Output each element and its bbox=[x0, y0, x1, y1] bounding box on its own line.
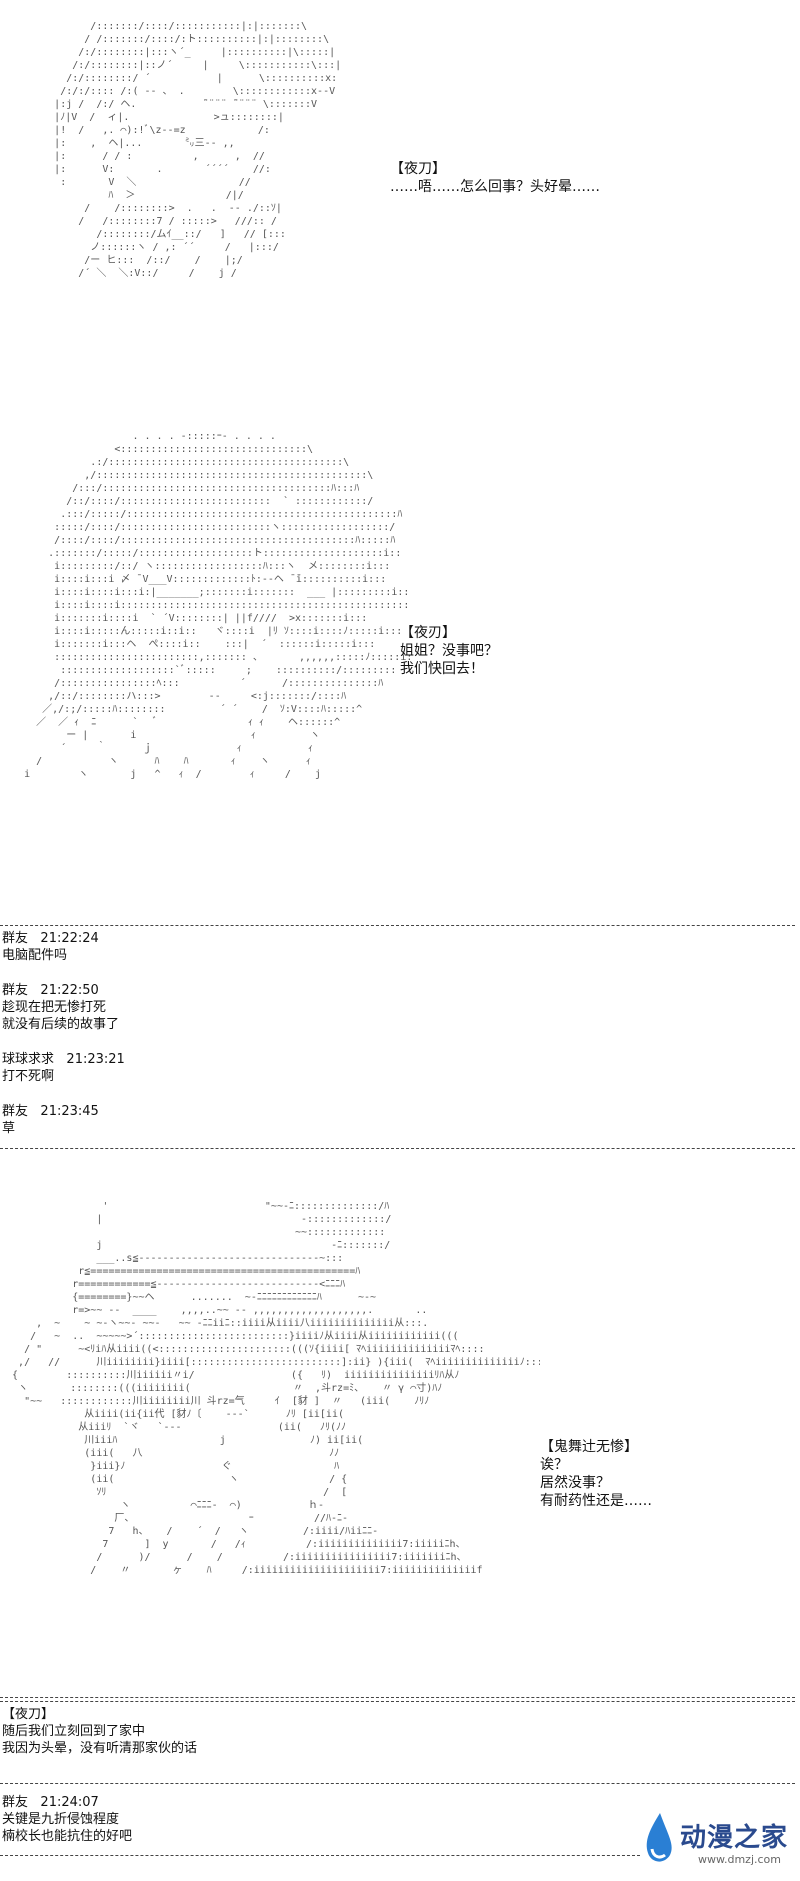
dialog-scene-1: 【夜刀】 ……唔……怎么回事？头好晕…… bbox=[390, 160, 600, 196]
chat-message: 群友 21:23:45 草 bbox=[2, 1103, 562, 1137]
chat-time: 21:23:45 bbox=[40, 1104, 99, 1119]
chat-user: 群友 bbox=[2, 1104, 29, 1119]
dialog-line: 有耐药性还是…… bbox=[540, 1493, 652, 1509]
chat-user: 群友 bbox=[2, 1795, 29, 1810]
watermark-name: 动漫之家 bbox=[680, 1823, 789, 1853]
dialog-line: ……唔……怎么回事？头好晕…… bbox=[390, 179, 600, 195]
watermark: 动漫之家 www.dmzj.com bbox=[640, 1809, 790, 1873]
ascii-art-scene-2: . . . . -:::::ｰ- . . . . <::::::::::::::… bbox=[24, 431, 410, 780]
dialog-scene-2: 【夜刃】 姐姐？没事吧？ 我们快回去！ bbox=[400, 624, 498, 678]
chat-time: 21:23:21 bbox=[66, 1052, 125, 1067]
chat-text: 趁现在把无惨打死 就没有后续的故事了 bbox=[2, 1000, 120, 1032]
speaker-label: 【夜刀】 bbox=[390, 161, 446, 177]
ascii-art-scene-1: /:::::::/::::/:::::::::::|:|:::::::\ / /… bbox=[54, 21, 342, 279]
chat-message: 群友 21:24:07 关键是九折侵蚀程度 楠校长也能抗住的好吧 bbox=[2, 1794, 562, 1845]
chat-user: 群友 bbox=[2, 931, 29, 946]
chat-text: 草 bbox=[2, 1121, 16, 1136]
chat-time: 21:22:24 bbox=[40, 931, 99, 946]
chat-text: 打不死啊 bbox=[2, 1069, 55, 1084]
double-divider bbox=[0, 1697, 795, 1702]
droplet-logo-icon bbox=[646, 1813, 672, 1862]
chat-user: 球球求求 bbox=[2, 1052, 55, 1067]
chat-time: 21:24:07 bbox=[40, 1795, 99, 1810]
dialog-line: 我们快回去！ bbox=[400, 661, 484, 677]
chat-message: 球球求求 21:23:21 打不死啊 bbox=[2, 1051, 562, 1085]
speaker-label: 【鬼舞辻无惨】 bbox=[540, 1439, 638, 1455]
narration: 【夜刀】 随后我们立刻回到了家中 我因为头晕，没有听清那家伙的话 bbox=[2, 1706, 197, 1757]
dialog-line: 姐姐？没事吧？ bbox=[400, 643, 498, 659]
chat-log-1: 群友 21:22:24 电脑配件吗 群友 21:22:50 趁现在把无惨打死 就… bbox=[2, 930, 562, 1155]
chat-text: 关键是九折侵蚀程度 楠校长也能抗住的好吧 bbox=[2, 1812, 133, 1844]
chat-time: 21:22:50 bbox=[40, 983, 99, 998]
chat-user: 群友 bbox=[2, 983, 29, 998]
divider bbox=[0, 1783, 795, 1784]
chat-message: 群友 21:22:24 电脑配件吗 bbox=[2, 930, 562, 964]
narration-line: 随后我们立刻回到了家中 bbox=[2, 1724, 146, 1739]
narration-speaker: 【夜刀】 bbox=[2, 1707, 55, 1722]
divider bbox=[0, 1148, 795, 1149]
ascii-art-scene-3: ' "~~-ﾆ::::::::::::::/ﾊ | -:::::::::::::… bbox=[12, 1201, 540, 1576]
narration-line: 我因为头晕，没有听清那家伙的话 bbox=[2, 1741, 198, 1756]
speaker-label: 【夜刃】 bbox=[400, 625, 456, 641]
dialog-line: 居然没事？ bbox=[540, 1475, 610, 1491]
chat-log-2: 群友 21:24:07 关键是九折侵蚀程度 楠校长也能抗住的好吧 bbox=[2, 1794, 562, 1863]
dialog-scene-3: 【鬼舞辻无惨】 诶？ 居然没事？ 有耐药性还是…… bbox=[540, 1438, 652, 1510]
chat-message: 群友 21:22:50 趁现在把无惨打死 就没有后续的故事了 bbox=[2, 982, 562, 1033]
watermark-url: www.dmzj.com bbox=[698, 1853, 781, 1866]
dialog-line: 诶？ bbox=[540, 1457, 568, 1473]
chat-text: 电脑配件吗 bbox=[2, 948, 68, 963]
divider bbox=[0, 925, 795, 926]
divider bbox=[0, 1855, 640, 1856]
